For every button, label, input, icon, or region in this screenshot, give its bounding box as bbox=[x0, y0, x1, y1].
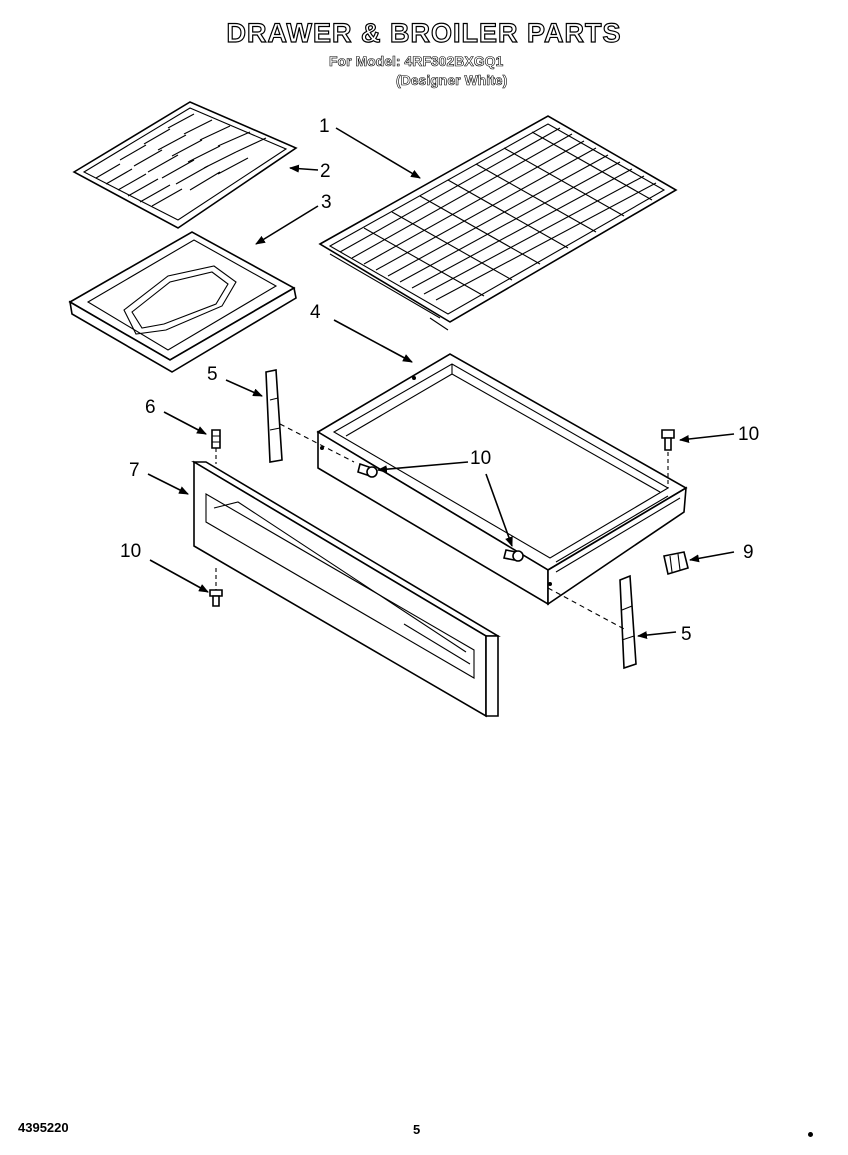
callout-3: 3 bbox=[321, 192, 332, 213]
oven-rack-part-1 bbox=[318, 115, 678, 331]
screw-part-10-right bbox=[661, 429, 675, 451]
callout-7: 7 bbox=[129, 460, 140, 481]
callout-6: 6 bbox=[145, 397, 156, 418]
callout-1: 1 bbox=[319, 116, 330, 137]
screw-part-6 bbox=[211, 429, 221, 449]
callout-10-center: 10 bbox=[470, 448, 491, 469]
screw-part-10-drawer bbox=[503, 549, 524, 562]
broiler-pan-part-3 bbox=[68, 231, 297, 373]
drawer-slide-part-5-right bbox=[619, 574, 637, 670]
callout-2: 2 bbox=[320, 161, 331, 182]
broiler-grid-part-2 bbox=[72, 101, 298, 229]
drawer-slide-part-5-left bbox=[265, 369, 283, 463]
callout-10-right: 10 bbox=[738, 424, 759, 445]
model-line: For Model: 4RF302BXGQ1 bbox=[329, 53, 504, 70]
callout-leaders bbox=[147, 127, 735, 640]
page-number: 5 bbox=[413, 1122, 421, 1137]
callout-10-lower-left: 10 bbox=[120, 541, 141, 562]
drawer-front-part-7 bbox=[191, 460, 501, 718]
callout-4: 4 bbox=[310, 302, 321, 323]
clip-part-9 bbox=[663, 551, 689, 576]
screw-part-10-lower-left bbox=[209, 589, 223, 607]
registration-dot bbox=[808, 1132, 813, 1137]
screw-part-10-center bbox=[357, 462, 378, 478]
callout-5-left: 5 bbox=[207, 364, 218, 385]
page-title: DRAWER & BROILER PARTS bbox=[226, 17, 622, 48]
document-number: 4395220 bbox=[18, 1120, 69, 1135]
callout-9: 9 bbox=[743, 542, 754, 563]
callout-5-right: 5 bbox=[681, 624, 692, 645]
color-line: (Designer White) bbox=[396, 72, 508, 89]
